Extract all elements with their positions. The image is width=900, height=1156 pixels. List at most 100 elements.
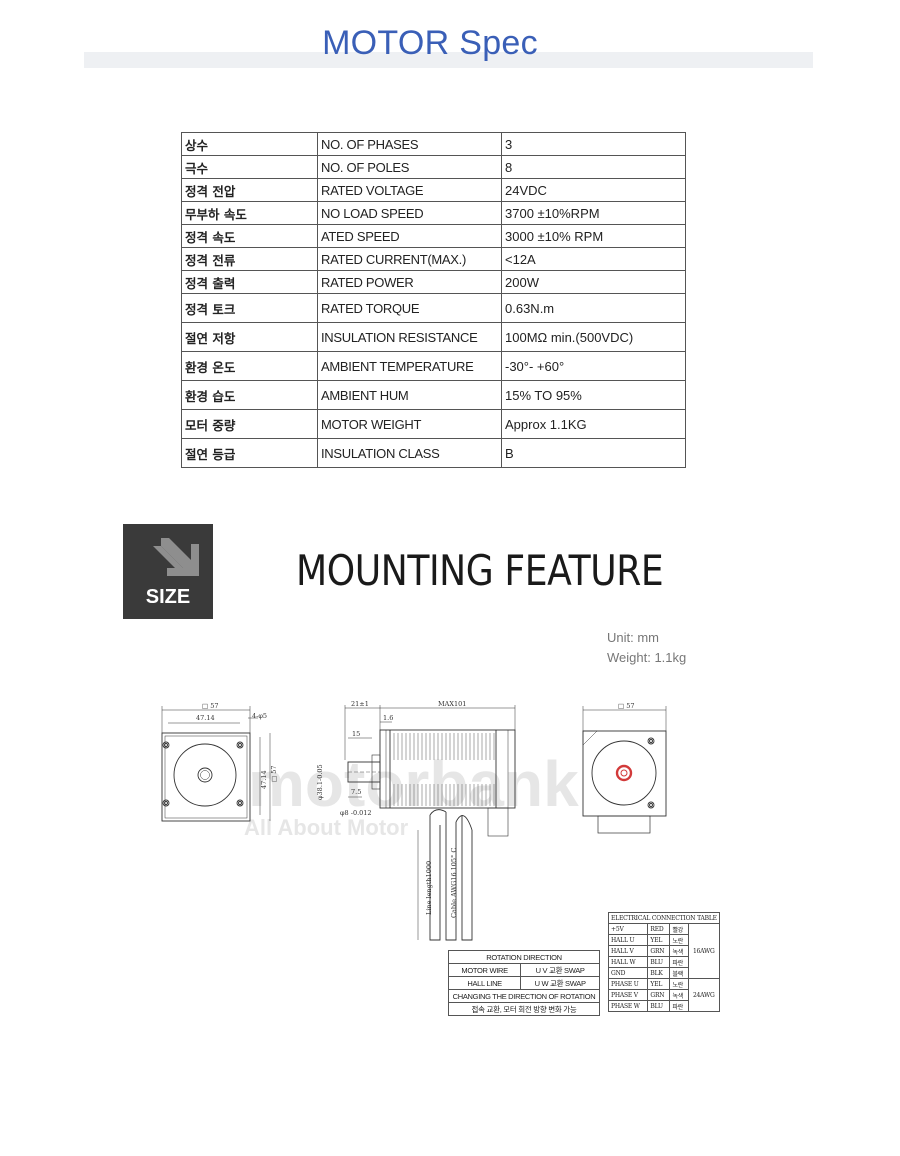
spec-value: 100MΩ min.(500VDC) [501,322,686,352]
spec-korean-label: 정격 토크 [181,293,318,323]
front-height-outer-dim: □ 57 [270,766,278,782]
electrical-wire-color: YEL [647,934,671,946]
electrical-signal: PHASE V [607,989,649,1001]
side-shaft-dim: 21±1 [351,700,369,708]
electrical-wire-color-ko: 블랙 [669,967,689,979]
spec-value: Approx 1.1KG [501,409,686,439]
electrical-wire-color: BLU [647,956,671,968]
electrical-wire-color: RED [647,923,671,935]
side-shaft-dia-dim: φ8 -0.012 [340,809,372,817]
title-background-bar [84,52,813,68]
rotation-motor-wire-value: U V 교환 SWAP [520,963,600,977]
electrical-signal: HALL U [607,934,649,946]
rotation-note-ko: 접속 교환, 모터 회전 방향 변화 가능 [448,1002,600,1016]
spec-value: B [501,438,686,468]
spec-value: 24VDC [501,178,686,202]
cable-spec-label: Cable AWG16 105° C [450,848,458,918]
rear-rotor-mark [615,764,633,782]
spec-korean-label: 무부하 속도 [181,201,318,225]
electrical-signal: PHASE W [607,1000,649,1012]
spec-korean-label: 환경 온도 [181,351,318,381]
spec-korean-label: 환경 습도 [181,380,318,410]
spec-value: -30°- +60° [501,351,686,381]
rotation-hall-line-value: U W 교환 SWAP [520,976,600,990]
electrical-gauge-phase: 24AWG [687,978,720,1012]
spec-value: <12A [501,247,686,271]
unit-info: Unit: mm Weight: 1.1kg [607,628,686,668]
rear-rotor-center [620,769,628,777]
watermark-logo: motorbank [248,748,579,820]
spec-korean-label: 절연 등급 [181,438,318,468]
spec-english-label: ATED SPEED [317,224,502,248]
spec-value: 8 [501,155,686,179]
spec-value: 200W [501,270,686,294]
rotation-note-en: CHANGING THE DIRECTION OF ROTATION [448,989,600,1003]
electrical-wire-color-ko: 파란 [669,956,689,968]
size-badge: SIZE [123,524,213,619]
side-key-dim: 7.5 [351,788,361,796]
electrical-signal: PHASE U [607,978,649,990]
spec-english-label: RATED POWER [317,270,502,294]
rear-view [582,706,667,834]
size-badge-label: SIZE [145,586,191,608]
front-height-dim: 47.14 [260,770,268,789]
side-view [344,705,516,837]
cable-bundle [417,809,473,941]
side-boss-dim: 15 [352,730,360,738]
electrical-signal: HALL W [607,956,649,968]
electrical-wire-color: GRN [647,989,671,1001]
electrical-wire-color-ko: 녹색 [669,989,689,1001]
side-length-dim: MAX101 [438,700,466,708]
cable-length-label: Line length1000 [425,861,433,915]
spec-english-label: AMBIENT HUM [317,380,502,410]
electrical-gauge-signal: 16AWG [687,923,720,979]
spec-korean-label: 극수 [181,155,318,179]
electrical-wire-color: GRN [647,945,671,957]
electrical-wire-color: BLK [647,967,671,979]
mounting-feature-title: MOUNTING FEATURE [296,546,664,595]
electrical-signal: HALL V [607,945,649,957]
arrow-down-right-icon [153,538,199,576]
electrical-signal: +5V [607,923,649,935]
electrical-wire-color-ko: 노란 [669,934,689,946]
rotation-hall-line-label: HALL LINE [447,976,522,990]
rotation-motor-wire-label: MOTOR WIRE [447,963,522,977]
spec-english-label: RATED CURRENT(MAX.) [317,247,502,271]
rotation-direction-table: ROTATION DIRECTION MOTOR WIRE U V 교환 SWA… [447,950,600,1016]
electrical-wire-color: YEL [647,978,671,990]
spec-value: 3000 ±10% RPM [501,224,686,248]
electrical-wire-color-ko: 빨강 [669,923,689,935]
front-view [161,706,271,822]
spec-korean-label: 정격 전류 [181,247,318,271]
unit-text: Unit: mm [607,630,659,645]
spec-english-label: NO LOAD SPEED [317,201,502,225]
electrical-wire-color-ko: 노란 [669,978,689,990]
watermark-tagline: All About Motor [244,815,409,840]
spec-value: 15% TO 95% [501,380,686,410]
spec-english-label: MOTOR WEIGHT [317,409,502,439]
electrical-wire-color: BLU [647,1000,671,1012]
page-title: MOTOR Spec [322,24,538,62]
front-width-dim: □ 57 [202,702,218,710]
front-holes-dim: 4-φ5 [252,712,267,720]
side-pilot-dim: φ38.1-0.05 [316,764,324,800]
electrical-wire-color-ko: 파란 [669,1000,689,1012]
electrical-wire-color-ko: 녹색 [669,945,689,957]
rotation-title: ROTATION DIRECTION [448,950,600,964]
spec-english-label: NO. OF POLES [317,155,502,179]
